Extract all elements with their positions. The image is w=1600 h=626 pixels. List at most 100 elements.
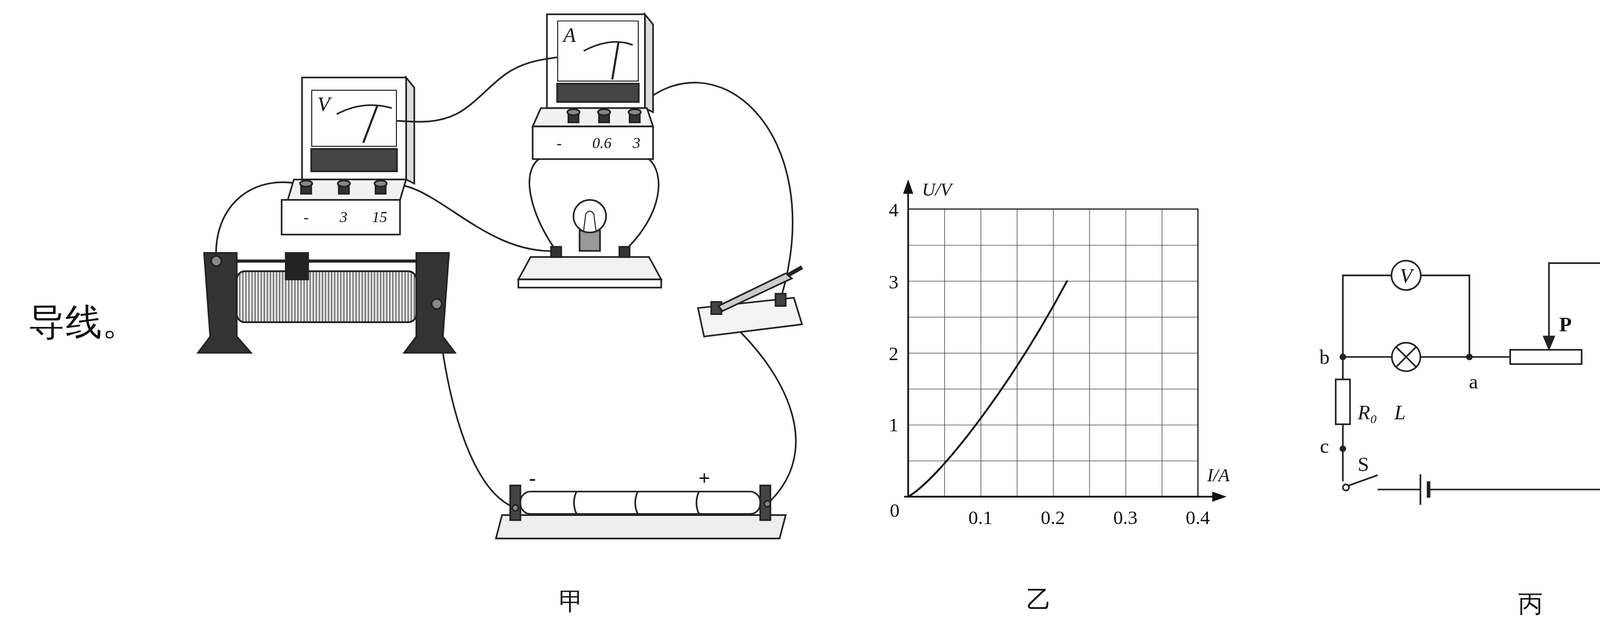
bulb-holder [518, 257, 662, 280]
circuit-wire [1342, 424, 1344, 482]
circuit-wire [1342, 356, 1392, 358]
battery-holder [520, 491, 761, 515]
circuit-wire [1421, 275, 1470, 358]
circuit-wire [1549, 263, 1600, 345]
switch-symbol [1348, 475, 1378, 486]
axis-title: I/A [1206, 466, 1231, 485]
battery-holder [510, 485, 521, 521]
meter-letter: V [1399, 265, 1413, 286]
rheostat [198, 253, 456, 354]
lamp-symbol [1391, 342, 1421, 372]
resistor-symbol [1335, 379, 1351, 425]
lamp-symbol [1391, 342, 1421, 372]
bulb-holder [583, 211, 596, 231]
wire [396, 57, 558, 122]
voltmeter-symbol: V [1390, 260, 1422, 292]
ammeter [557, 83, 639, 102]
switch-symbol [1342, 484, 1349, 492]
knife-switch [775, 293, 786, 306]
wire [436, 304, 516, 508]
wire [624, 159, 659, 252]
terminal-label: 15 [370, 209, 389, 226]
bulb-holder [518, 200, 662, 288]
u-i-graph [1212, 491, 1227, 502]
resistor-symbol [1335, 379, 1351, 425]
rheostat-symbol [1510, 350, 1582, 365]
circuit-wire [1377, 488, 1421, 491]
wire [634, 82, 793, 296]
u-i-graph [908, 280, 1068, 497]
knife-switch [718, 273, 792, 311]
circuit-wire [1342, 356, 1344, 380]
axis-title: U/V [920, 180, 953, 199]
voltmeter [300, 180, 313, 187]
u-i-graph [903, 495, 1215, 498]
u-i-graph [902, 179, 914, 194]
ammeter [583, 41, 633, 51]
voltmeter [287, 179, 407, 200]
meter-letter: V [317, 93, 331, 115]
ammeter [532, 14, 653, 160]
wire-caption: 导线。 [27, 304, 140, 341]
lamp-symbol [1396, 346, 1417, 368]
voltmeter-face: V [311, 89, 397, 148]
battery-holder [512, 505, 519, 512]
ammeter [532, 126, 653, 160]
u-i-graph [908, 209, 1198, 497]
battery-pole: - [528, 467, 537, 488]
battery-holder [760, 485, 771, 521]
point-label: b [1318, 346, 1331, 368]
knife-switch [787, 267, 803, 276]
component-label: S [1356, 454, 1371, 475]
tick-label: 0.1 [967, 507, 994, 527]
cell-symbol [1420, 474, 1429, 506]
ammeter [567, 109, 580, 116]
ammeter [628, 109, 641, 116]
tick-label: 0 [888, 500, 901, 520]
circuit-wire [1428, 488, 1600, 491]
bulb-holder [550, 246, 561, 257]
voltmeter [281, 200, 400, 235]
slider-label: P [1558, 314, 1573, 335]
figure-label: 甲 [558, 589, 585, 615]
battery-holder [573, 491, 699, 515]
knife-switch [698, 267, 802, 337]
voltmeter [311, 149, 397, 172]
tick-label: 0.4 [1184, 507, 1212, 527]
battery-holder [495, 515, 786, 539]
tick-label: 1 [887, 414, 900, 434]
ammeter [612, 42, 619, 80]
voltmeter [406, 77, 415, 184]
junction-dot [1339, 354, 1347, 361]
voltmeter [281, 77, 415, 235]
wire [529, 159, 557, 252]
battery-holder [495, 485, 786, 539]
rheostat [431, 299, 442, 310]
ammeter [546, 14, 646, 109]
meter-letter: A [563, 24, 576, 45]
tick-label: 3 [887, 271, 900, 292]
circuit-wire [1420, 356, 1511, 358]
tick-label: 2 [887, 343, 900, 363]
u-i-graph [908, 209, 1198, 497]
voltmeter [337, 180, 350, 187]
point-label: c [1319, 435, 1331, 457]
figure-label: 乙 [1025, 587, 1053, 613]
switch-symbol [1342, 475, 1378, 491]
rheostat-symbol [1510, 336, 1582, 365]
terminal-label: 0.6 [591, 135, 613, 151]
bulb-holder [573, 200, 607, 233]
junction-dot [1339, 354, 1474, 453]
voltmeter [336, 105, 393, 115]
component-label: L [1393, 402, 1407, 423]
ammeter [532, 108, 653, 127]
terminal-label: 3 [338, 209, 349, 226]
battery-holder [764, 500, 771, 508]
battery-pole: + [697, 467, 712, 488]
voltmeter [363, 104, 378, 143]
wire [716, 310, 796, 505]
